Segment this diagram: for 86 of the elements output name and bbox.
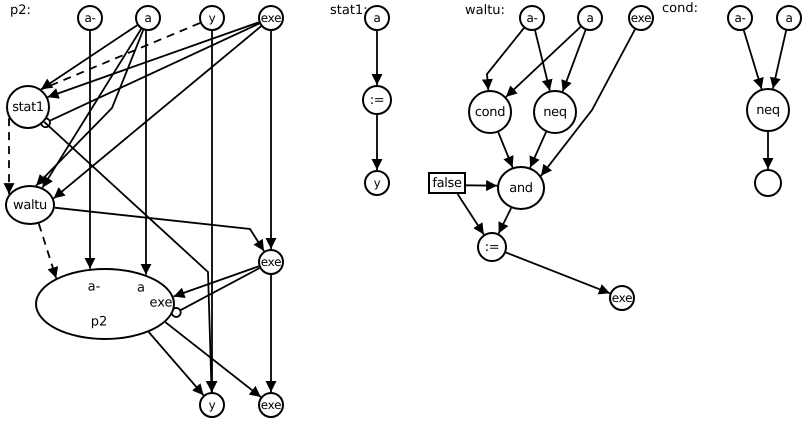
node-label: exe (630, 12, 652, 24)
node-label: and (509, 182, 533, 194)
circle-node (727, 5, 753, 31)
arrow (372, 31, 382, 85)
node-label: cond (474, 106, 506, 118)
ellipse-node (497, 166, 545, 210)
node-label: false (432, 176, 462, 190)
circle-node (258, 392, 284, 418)
circle-node (135, 5, 161, 31)
circle-node (533, 90, 577, 134)
node-label: waltu (13, 198, 47, 212)
node-label: := (484, 240, 500, 254)
arrow (534, 30, 553, 91)
arrow (54, 206, 265, 252)
arrow (561, 30, 586, 92)
arrow (497, 132, 514, 168)
node-label: a (586, 12, 594, 24)
arrow (40, 24, 138, 90)
circle-node (77, 5, 103, 31)
ellipse-node (5, 185, 55, 225)
port-label: a (137, 282, 145, 294)
panel-heading: stat1: (330, 4, 368, 17)
node-label: y (208, 12, 216, 24)
circle-node (258, 5, 284, 31)
node-label: exe (260, 12, 282, 24)
circle-node (199, 392, 225, 418)
port-label: a- (88, 280, 100, 294)
arrow (4, 118, 14, 194)
node-label: exe (612, 292, 632, 304)
arrow (456, 194, 485, 235)
node-label: a- (734, 12, 746, 24)
arrow (148, 332, 204, 396)
circle-node (609, 285, 635, 311)
node-label: y (374, 177, 380, 189)
circle-node (746, 88, 790, 132)
port-label: exe (149, 296, 173, 310)
arrow (173, 265, 259, 298)
node-label: stat1 (12, 100, 44, 114)
arrow (53, 26, 262, 200)
box-node (428, 172, 466, 194)
circle-node (628, 5, 654, 31)
node-label: a- (84, 12, 96, 24)
arrow (770, 30, 787, 89)
node-label: neq (543, 106, 567, 118)
arrow (482, 28, 525, 90)
arrow (38, 223, 58, 278)
arrow (164, 322, 262, 398)
arrow (140, 30, 152, 275)
arrow (372, 115, 382, 170)
node-label: p2 (90, 316, 108, 328)
arrow (266, 275, 276, 392)
arrow (466, 180, 498, 192)
circle-node (477, 232, 507, 262)
arrow (206, 31, 218, 392)
circle-node (468, 90, 512, 134)
circle-node (776, 5, 802, 31)
node-label: y (208, 399, 216, 411)
panel-heading: p2: (10, 4, 31, 17)
circle-node (577, 5, 603, 31)
node-label: a- (526, 12, 538, 24)
arrow (742, 30, 764, 90)
arrow (47, 21, 259, 99)
node-label: a (785, 12, 793, 24)
circle-node (6, 85, 50, 129)
arrow (506, 252, 610, 294)
arrow (762, 132, 774, 169)
node-label: := (370, 94, 384, 106)
panel-heading: cond: (662, 2, 698, 15)
circle-node (199, 5, 225, 31)
circle-node (519, 5, 545, 31)
node-label: a (144, 12, 152, 24)
arrow (505, 26, 582, 98)
circle-node (258, 249, 284, 275)
arrow (84, 31, 96, 269)
arrow (498, 208, 512, 234)
connector-line (40, 22, 200, 90)
node-label: exe (260, 256, 282, 268)
node-label: neq (756, 104, 780, 116)
arrow (540, 29, 636, 176)
circle-node (364, 170, 390, 196)
circle-node (362, 85, 392, 115)
arrow (266, 31, 276, 249)
node-label: a (373, 12, 381, 24)
node-label: exe (260, 399, 282, 411)
panel-heading: waltu: (465, 4, 505, 17)
arrow (529, 132, 547, 168)
